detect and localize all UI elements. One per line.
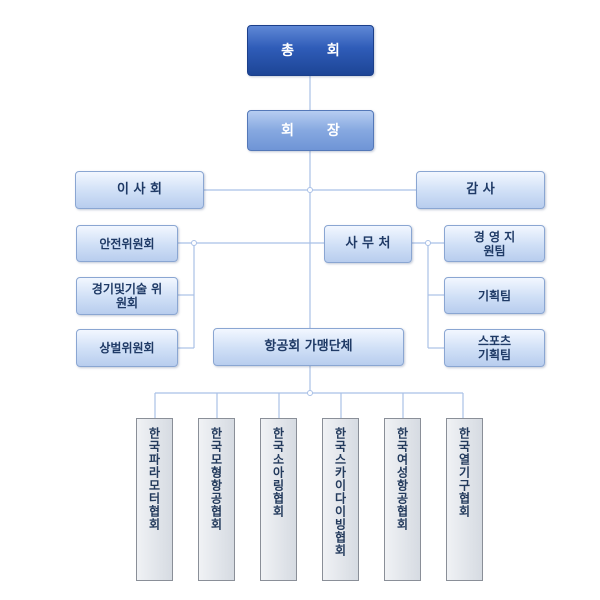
member-org-label: 한국소아링협회 (271, 427, 285, 518)
member-org-label: 한국모형항공협회 (209, 427, 223, 531)
member-org-label: 한국열기구협회 (457, 427, 471, 518)
committee-discipline-label: 상벌위원회 (99, 341, 155, 355)
committee-discipline-box: 상벌위원회 (76, 329, 178, 367)
president-label: 회 장 (281, 122, 354, 139)
committee-safety-label: 안전위원회 (99, 236, 155, 251)
audit-label: 감 사 (466, 182, 495, 197)
general-assembly-box: 총 회 (247, 25, 374, 76)
member-org-box: 한국파라모터협회 (136, 418, 173, 581)
member-org-box: 한국스카이다이빙협회 (322, 418, 359, 581)
member-org-group-box: 항공회 가맹단체 (213, 328, 404, 366)
member-org-box: 한국여성항공협회 (384, 418, 421, 581)
member-org-group-label: 항공회 가맹단체 (264, 339, 353, 354)
committee-competition-label: 경기및기술 위원회 (91, 282, 163, 310)
board-box: 이 사 회 (75, 171, 204, 209)
board-label: 이 사 회 (117, 182, 162, 197)
general-assembly-label: 총 회 (281, 42, 354, 59)
secretariat-label: 사 무 처 (345, 236, 391, 251)
member-org-label: 한국파라모터협회 (147, 427, 161, 531)
audit-box: 감 사 (416, 171, 545, 209)
team-planning-label: 기획팀 (477, 288, 512, 303)
team-management-box: 경 영 지원팀 (444, 225, 545, 262)
member-org-box: 한국소아링협회 (260, 418, 297, 581)
team-sports-planning-box: 스포츠 기획팀 (444, 329, 545, 367)
committee-competition-box: 경기및기술 위원회 (76, 277, 178, 315)
president-box: 회 장 (247, 110, 374, 151)
member-org-box: 한국열기구협회 (446, 418, 483, 581)
team-planning-box: 기획팀 (444, 277, 545, 314)
team-management-label: 경 영 지원팀 (473, 229, 516, 258)
team-sports-planning-label: 스포츠 기획팀 (477, 334, 512, 362)
secretariat-box: 사 무 처 (324, 225, 412, 263)
member-org-label: 한국스카이다이빙협회 (333, 427, 347, 557)
member-org-box: 한국모형항공협회 (198, 418, 235, 581)
member-org-label: 한국여성항공협회 (395, 427, 409, 531)
committee-safety-box: 안전위원회 (76, 225, 178, 262)
